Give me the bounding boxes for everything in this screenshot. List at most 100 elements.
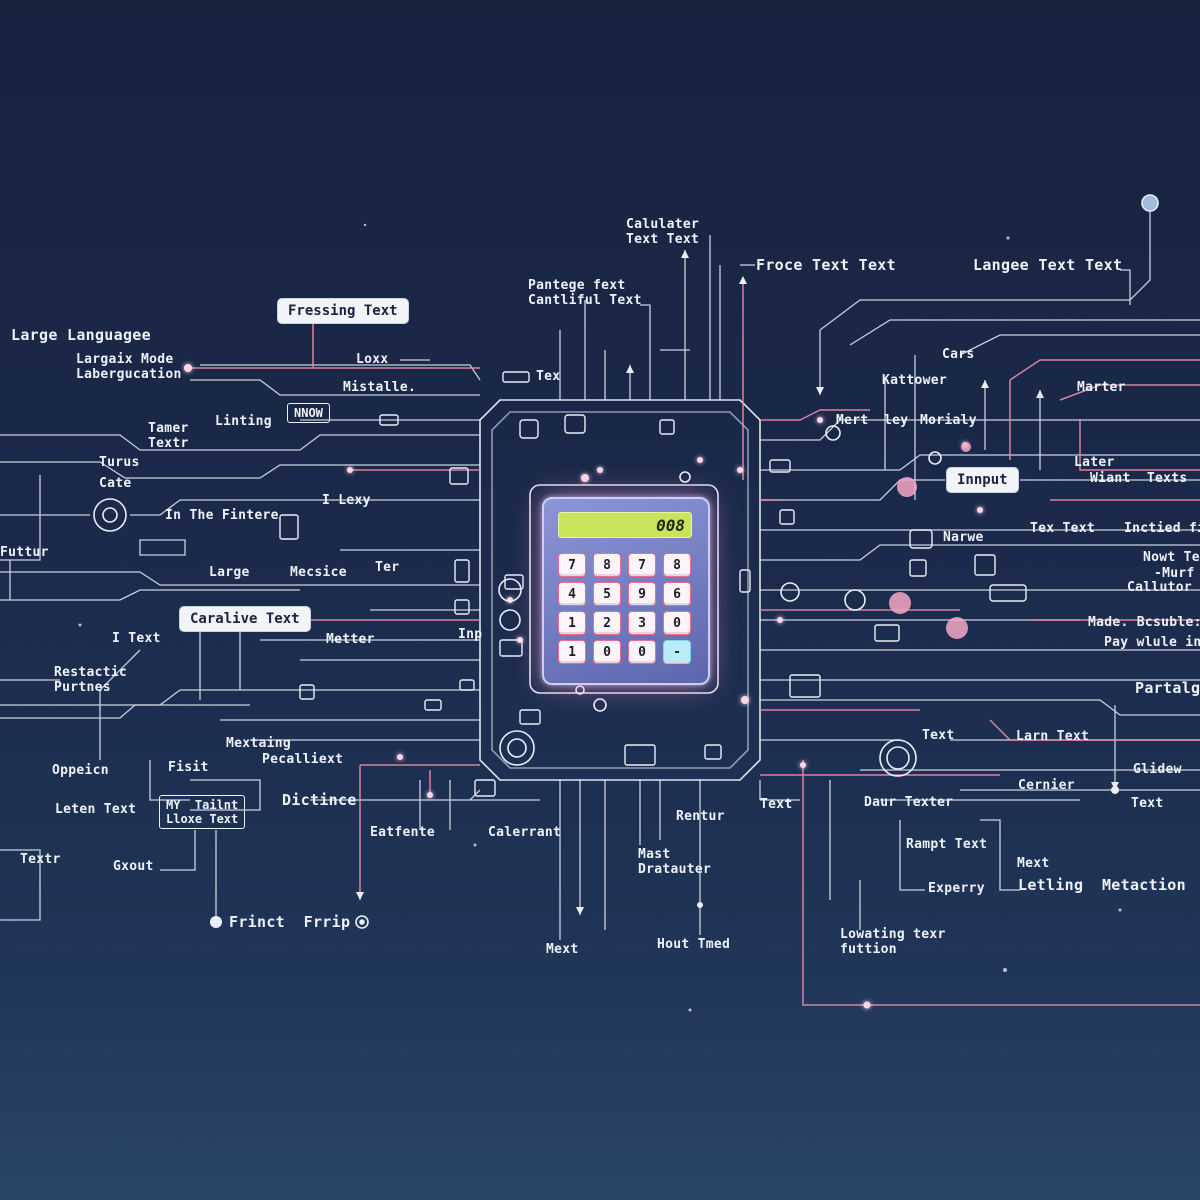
fisit-label: Fisit <box>168 760 209 775</box>
rentur-label: Rentur <box>676 809 725 824</box>
calculator-key[interactable]: 4 <box>558 582 586 606</box>
calculator-key[interactable]: - <box>663 640 691 664</box>
calculator-key[interactable]: 6 <box>663 582 691 606</box>
lowating-label: Lowating texr futtion <box>840 927 946 957</box>
inp-label: Inp <box>458 627 483 642</box>
pantege-label: Pantege fext Cantliful Text <box>528 278 642 308</box>
glidew-label: Glidew <box>1133 762 1182 777</box>
mert-label: Mert <box>836 413 869 428</box>
letling-label: Letling Metaction <box>1018 876 1186 894</box>
carative-text-box[interactable]: Caralive Text <box>179 606 311 632</box>
nnow-box: NNOW <box>287 403 330 423</box>
textr-left-label: Textr <box>20 852 61 867</box>
eatfente-label: Eatfente <box>370 825 436 840</box>
marter-label: Marter <box>1077 380 1126 395</box>
fressing-text-box[interactable]: Fressing Text <box>277 298 409 324</box>
large-language-label: Large Languagee <box>11 326 151 344</box>
i-text-label: I Text <box>112 631 161 646</box>
made-label: Made. Bcsuble: <box>1088 615 1200 630</box>
calculator-key[interactable]: 0 <box>663 611 691 635</box>
wiant-texts-label: Wiant Texts <box>1090 471 1188 486</box>
components <box>279 371 1027 797</box>
calculator-key[interactable]: 1 <box>558 611 586 635</box>
narwe-label: Narwe <box>943 530 984 545</box>
gxout-label: Gxout <box>113 859 154 874</box>
tex-label: Tex <box>536 369 561 384</box>
mextaing-label: Mextaing <box>226 736 292 751</box>
metter-label: Metter <box>326 632 375 647</box>
my-tailnt-box: MY Tailnt Lloxe Text <box>159 795 246 829</box>
largaix-mode-label: Largaix Mode Labergucation <box>76 352 182 382</box>
tamer-label: Tamer Textr <box>148 421 189 451</box>
calculator-key[interactable]: 5 <box>593 582 621 606</box>
i-lexy-label: I Lexy <box>322 493 371 508</box>
daur-texter-label: Daur Texter <box>864 795 954 810</box>
froce-text-label: Froce Text Text <box>756 256 896 274</box>
calculator-key[interactable]: 7 <box>628 553 656 577</box>
input-box[interactable]: Innput <box>946 467 1019 493</box>
mext-right-label: Mext <box>1017 856 1050 871</box>
langee-text-label: Langee Text Text <box>973 256 1123 274</box>
experry-label: Experry <box>928 881 985 896</box>
end-nodes <box>210 786 1119 928</box>
loxx-label: Loxx <box>356 352 389 367</box>
rampt-text-label: Rampt Text <box>906 837 988 852</box>
large-label: Large <box>209 565 250 580</box>
mast-label: Mast Dratauter <box>638 847 712 877</box>
later-label: Later <box>1074 455 1115 470</box>
calculator-key[interactable]: 9 <box>628 582 656 606</box>
in-the-fintere-label: In The Fintere <box>165 508 279 523</box>
mext-bottom-label: Mext <box>546 942 579 957</box>
circular-components <box>93 194 1159 929</box>
calculator-key[interactable]: 3 <box>628 611 656 635</box>
calculator-key[interactable]: 2 <box>593 611 621 635</box>
nowt-tex-label: Nowt Tex <box>1143 550 1200 565</box>
frinct-frrip-label: Frinct Frrip <box>229 913 351 931</box>
white-traces <box>0 205 1200 940</box>
calculator-key[interactable]: 7 <box>558 553 586 577</box>
kattower-label: Kattower <box>882 373 948 388</box>
mistalle-label: Mistalle. <box>343 380 417 395</box>
text-right-label: Text <box>1131 796 1164 811</box>
calculator-key[interactable]: 0 <box>593 640 621 664</box>
ley-label: ley <box>884 413 909 428</box>
central-frame <box>479 399 761 781</box>
calculator-display: 008 <box>558 512 692 538</box>
oppeicn-label: Oppeicn <box>52 763 109 778</box>
glow-points <box>184 364 983 1009</box>
partalgy-label: Partalgy <box>1135 679 1200 697</box>
calerrant-label: Calerrant <box>488 825 562 840</box>
futtur-label: Futtur <box>0 545 49 560</box>
murf-label: -Murf <box>1154 566 1195 581</box>
text-center-label: Text <box>760 797 793 812</box>
pecalliext-label: Pecalliext <box>262 752 344 767</box>
restactic-label: Restactic Purtnes <box>54 665 128 695</box>
larn-text-label: Larn Text <box>1016 729 1090 744</box>
mecsice-label: Mecsice <box>290 565 347 580</box>
calculator-key[interactable]: 0 <box>628 640 656 664</box>
callutor-label: Callutor <box>1127 580 1193 595</box>
pink-nodes <box>889 442 971 639</box>
sparkles <box>78 223 1122 1012</box>
pay-label: Pay wlule in <box>1104 635 1200 650</box>
calculator-key[interactable]: 8 <box>663 553 691 577</box>
turus-label: Turus <box>99 455 140 470</box>
calculator-key[interactable]: 1 <box>558 640 586 664</box>
cernier-label: Cernier <box>1018 778 1075 793</box>
calculator-key[interactable]: 8 <box>593 553 621 577</box>
pink-traces <box>188 278 1200 1006</box>
inctied-label: Inctied fin <box>1124 521 1200 536</box>
leten-text-label: Leten Text <box>55 802 137 817</box>
text-mid-label: Text <box>922 728 955 743</box>
morialy-label: Morialy <box>920 413 977 428</box>
ter-label: Ter <box>375 560 400 575</box>
cars-label: Cars <box>942 347 975 362</box>
tex-text-label: Tex Text <box>1030 521 1096 536</box>
hout-tmed-label: Hout Tmed <box>657 937 731 952</box>
linting-label: Linting <box>215 414 272 429</box>
dictince-label: Dictince <box>282 791 357 809</box>
arrow-heads <box>356 250 1119 915</box>
